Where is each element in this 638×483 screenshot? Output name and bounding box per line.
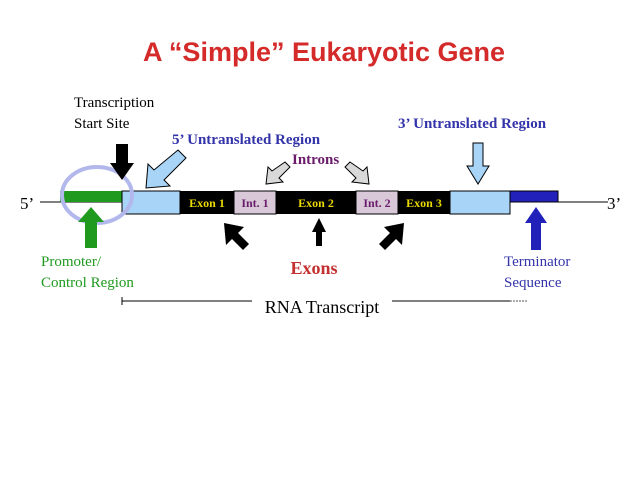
exon-1-box — [180, 191, 234, 214]
introns-label: Introns — [292, 152, 339, 168]
arrow-diagonal-gray-icon — [265, 161, 291, 185]
exon-2-box — [276, 191, 356, 214]
exon-3-box — [398, 191, 450, 214]
five-prime-end-label: 5’ — [20, 194, 34, 213]
arrow-diagonal-lightblue-icon — [145, 149, 187, 189]
exon-2-label: Exon 2 — [298, 196, 334, 210]
arrow-down-black-icon — [110, 144, 134, 180]
arrow-up-black-icon — [312, 218, 326, 246]
promoter-region-bar — [60, 191, 122, 202]
intron-1-label: Int. 1 — [241, 196, 268, 210]
exon-3-label: Exon 3 — [406, 196, 442, 210]
utr-3-label: 3’ Untranslated Region — [398, 116, 547, 132]
arrow-down-lightblue-icon — [466, 142, 490, 185]
terminator-label-line2: Sequence — [504, 275, 562, 291]
promoter-label-line2: Control Region — [41, 275, 134, 291]
exon-1-label: Exon 1 — [189, 196, 225, 210]
arrow-up-blue-icon — [525, 207, 547, 250]
transcription-start-label-line1: Transcription — [74, 95, 155, 111]
transcription-start-label-line2: Start Site — [74, 116, 130, 132]
arrow-diagonal-gray-icon-right — [344, 161, 370, 185]
utr-5-label: 5’ Untranslated Region — [172, 132, 321, 148]
exons-label: Exons — [290, 258, 337, 278]
terminator-bar — [509, 190, 559, 203]
arrow-black-icon — [224, 223, 249, 250]
utr-3-box — [449, 190, 511, 215]
terminator-label-line1: Terminator — [504, 254, 570, 270]
promoter-label-line1: Promoter/ — [41, 254, 102, 270]
arrow-black-icon-right — [379, 223, 404, 250]
arrow-up-green-icon — [78, 207, 104, 248]
three-prime-end-label: 3’ — [607, 194, 621, 213]
rna-transcript-label: RNA Transcript — [265, 297, 380, 317]
slide-title: A “Simple” Eukaryotic Gene — [143, 37, 505, 67]
intron-2-label: Int. 2 — [363, 196, 390, 210]
